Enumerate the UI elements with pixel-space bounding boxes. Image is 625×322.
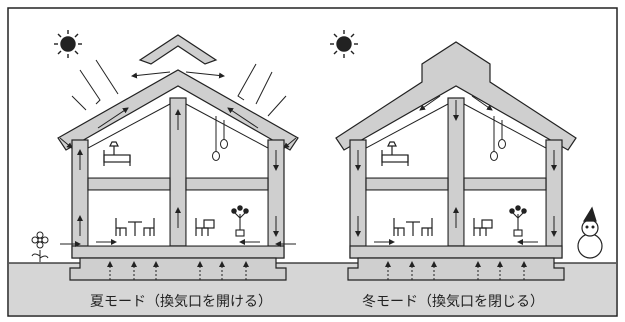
plant-icon [231, 205, 249, 237]
sun-rays [71, 59, 287, 117]
summer-foundation [69, 257, 287, 281]
winter-mode-caption: 冬モード（換気口を閉じる） [362, 294, 544, 310]
flower-icon [31, 231, 49, 262]
sun-icon [330, 30, 358, 58]
summer-room-lower-left [87, 189, 171, 247]
bed-icon [103, 141, 131, 166]
summer-room-lower-right [185, 189, 269, 247]
snowman-icon [577, 206, 603, 259]
summer-floor-right [185, 177, 269, 191]
airflow-arrow-icon [385, 261, 527, 280]
chair-icon [393, 218, 433, 236]
winter-foundation [347, 257, 565, 281]
table-icon [406, 221, 420, 236]
winter-room-lower-left [365, 189, 449, 247]
winter-floor-right [463, 177, 547, 191]
sun-icon [54, 30, 82, 58]
summer-floor-left [87, 177, 171, 191]
winter-room-lower-right [463, 189, 547, 247]
summer-roof [57, 69, 299, 151]
summer-house [31, 30, 299, 281]
airflow-arrow-icon [59, 71, 297, 247]
lamp-icon [490, 116, 506, 161]
summer-mode-caption: 夏モード（換気口を開ける） [90, 294, 272, 310]
winter-floor-left [365, 177, 449, 191]
winter-roof [335, 41, 577, 151]
lamp-icon [212, 116, 228, 161]
winter-ground-slab [349, 245, 563, 259]
winter-room-upper-left [365, 103, 449, 179]
summer-ground-slab [71, 245, 285, 259]
bed-icon [381, 141, 409, 166]
chair-icon [195, 218, 215, 236]
table-icon [128, 221, 142, 236]
chair-icon [473, 218, 493, 236]
chair-icon [115, 218, 155, 236]
airflow-arrow-icon [355, 95, 557, 245]
summer-ridge-cap [138, 34, 218, 65]
airflow-arrow-icon [107, 261, 249, 280]
winter-house [330, 30, 603, 281]
summer-room-upper-left [87, 103, 171, 179]
plant-icon [509, 205, 527, 237]
